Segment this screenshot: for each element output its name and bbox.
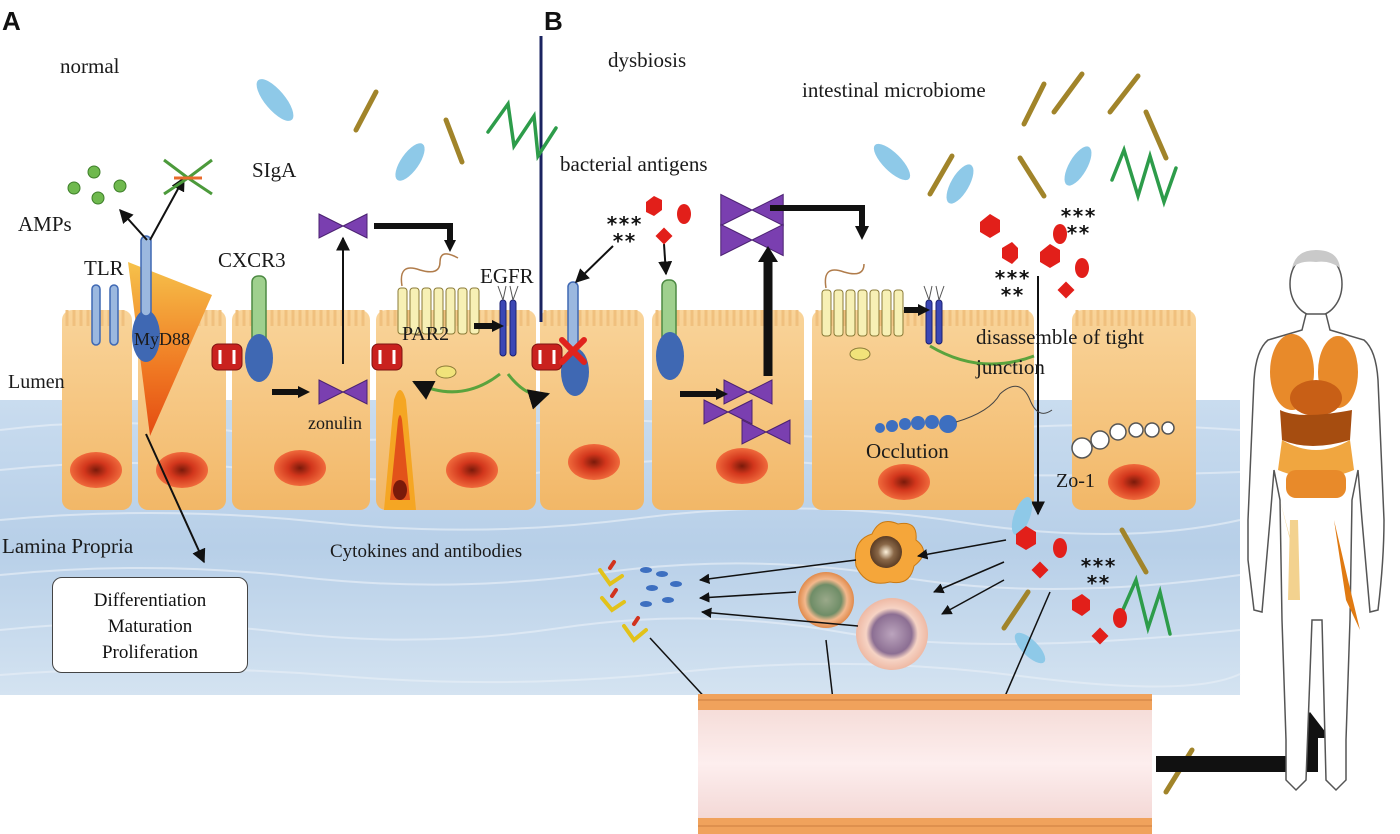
label-amps: AMPs (18, 212, 72, 236)
amps-peptides (67, 165, 127, 205)
label-zonulin: zonulin (308, 413, 362, 433)
label-lamina-propria: Lamina Propria (2, 534, 134, 558)
siga-antibody (163, 158, 213, 196)
label-lumen: Lumen (8, 371, 65, 393)
blood-vessel (698, 694, 1152, 834)
label-siga: SIgA (252, 158, 297, 182)
asterisk-mark-1: ***** (606, 212, 643, 253)
asterisk-mark-2: ***** (1060, 204, 1097, 245)
callout-line-maturation: Maturation (107, 616, 193, 637)
label-myd88: MyD88 (134, 329, 191, 349)
bold-arrows (272, 205, 920, 397)
outcome-callout: Differentiation Maturation Proliferation (52, 577, 248, 673)
callout-line-proliferation: Proliferation (101, 642, 199, 663)
panel-label-b: B (544, 6, 563, 36)
label-par2: PAR2 (402, 323, 450, 345)
label-zo1: Zo-1 (1056, 470, 1095, 492)
par2-receptor-b (821, 289, 904, 337)
label-bacterial-antigens: bacterial antigens (560, 152, 708, 176)
microbes-rod (353, 71, 1195, 795)
label-dysbiosis: dysbiosis (608, 48, 687, 72)
label-egfr: EGFR (480, 264, 534, 288)
label-occlution: Occlution (866, 439, 949, 463)
junction-broken-x (559, 337, 587, 365)
occludin-chain (875, 415, 957, 433)
asterisk-mark-3: ***** (994, 266, 1031, 307)
panel-label-a: A (2, 6, 21, 36)
green-feedback-arrows (412, 344, 1035, 410)
label-cxcr3: CXCR3 (218, 248, 286, 272)
signal-arrows (119, 176, 1045, 564)
label-intestinal-microbiome: intestinal microbiome (802, 78, 986, 102)
callout-line-differentiation: Differentiation (93, 590, 207, 611)
label-tight-junction: disassemble of tight junction (976, 325, 1144, 379)
systemic-arrow (1156, 736, 1318, 772)
zonulin-molecules (318, 193, 791, 445)
label-cytokines-antibodies: Cytokines and antibodies (330, 541, 523, 562)
label-tlr: TLR (84, 256, 124, 280)
label-normal: normal (60, 54, 120, 78)
asterisk-mark-4: ***** (1080, 554, 1117, 595)
par2-receptor (397, 287, 480, 335)
nuclei (70, 444, 1160, 500)
zo1-chain (1071, 421, 1175, 459)
human-body-figure (1247, 250, 1385, 792)
